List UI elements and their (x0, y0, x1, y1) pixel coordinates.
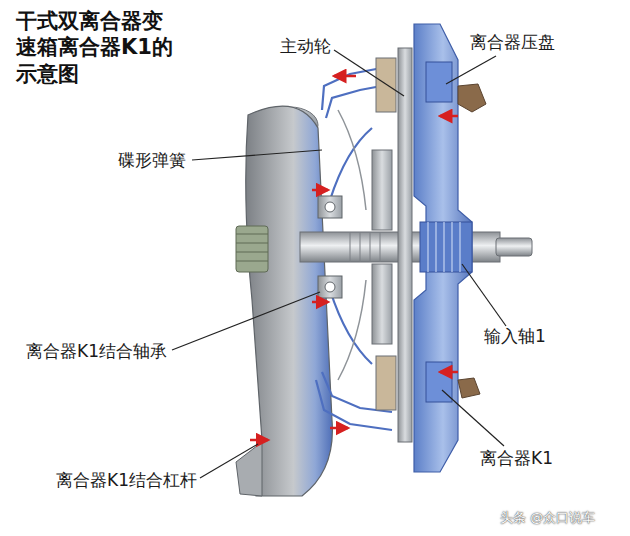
part-label: 碟形弹簧 (118, 150, 186, 170)
diagram-title: 干式双离合器变速箱离合器K1的示意图 (16, 8, 174, 87)
part-label: 主动轮 (280, 36, 331, 56)
part-label: 离合器K1结合杠杆 (56, 470, 197, 490)
part-label: 离合器压盘 (470, 32, 555, 52)
part-label: 离合器K1 (480, 448, 553, 468)
part-label: 离合器K1结合轴承 (26, 341, 167, 361)
part-label: 输入轴1 (484, 326, 546, 346)
watermark: 头条 @众口说车 (500, 510, 595, 526)
